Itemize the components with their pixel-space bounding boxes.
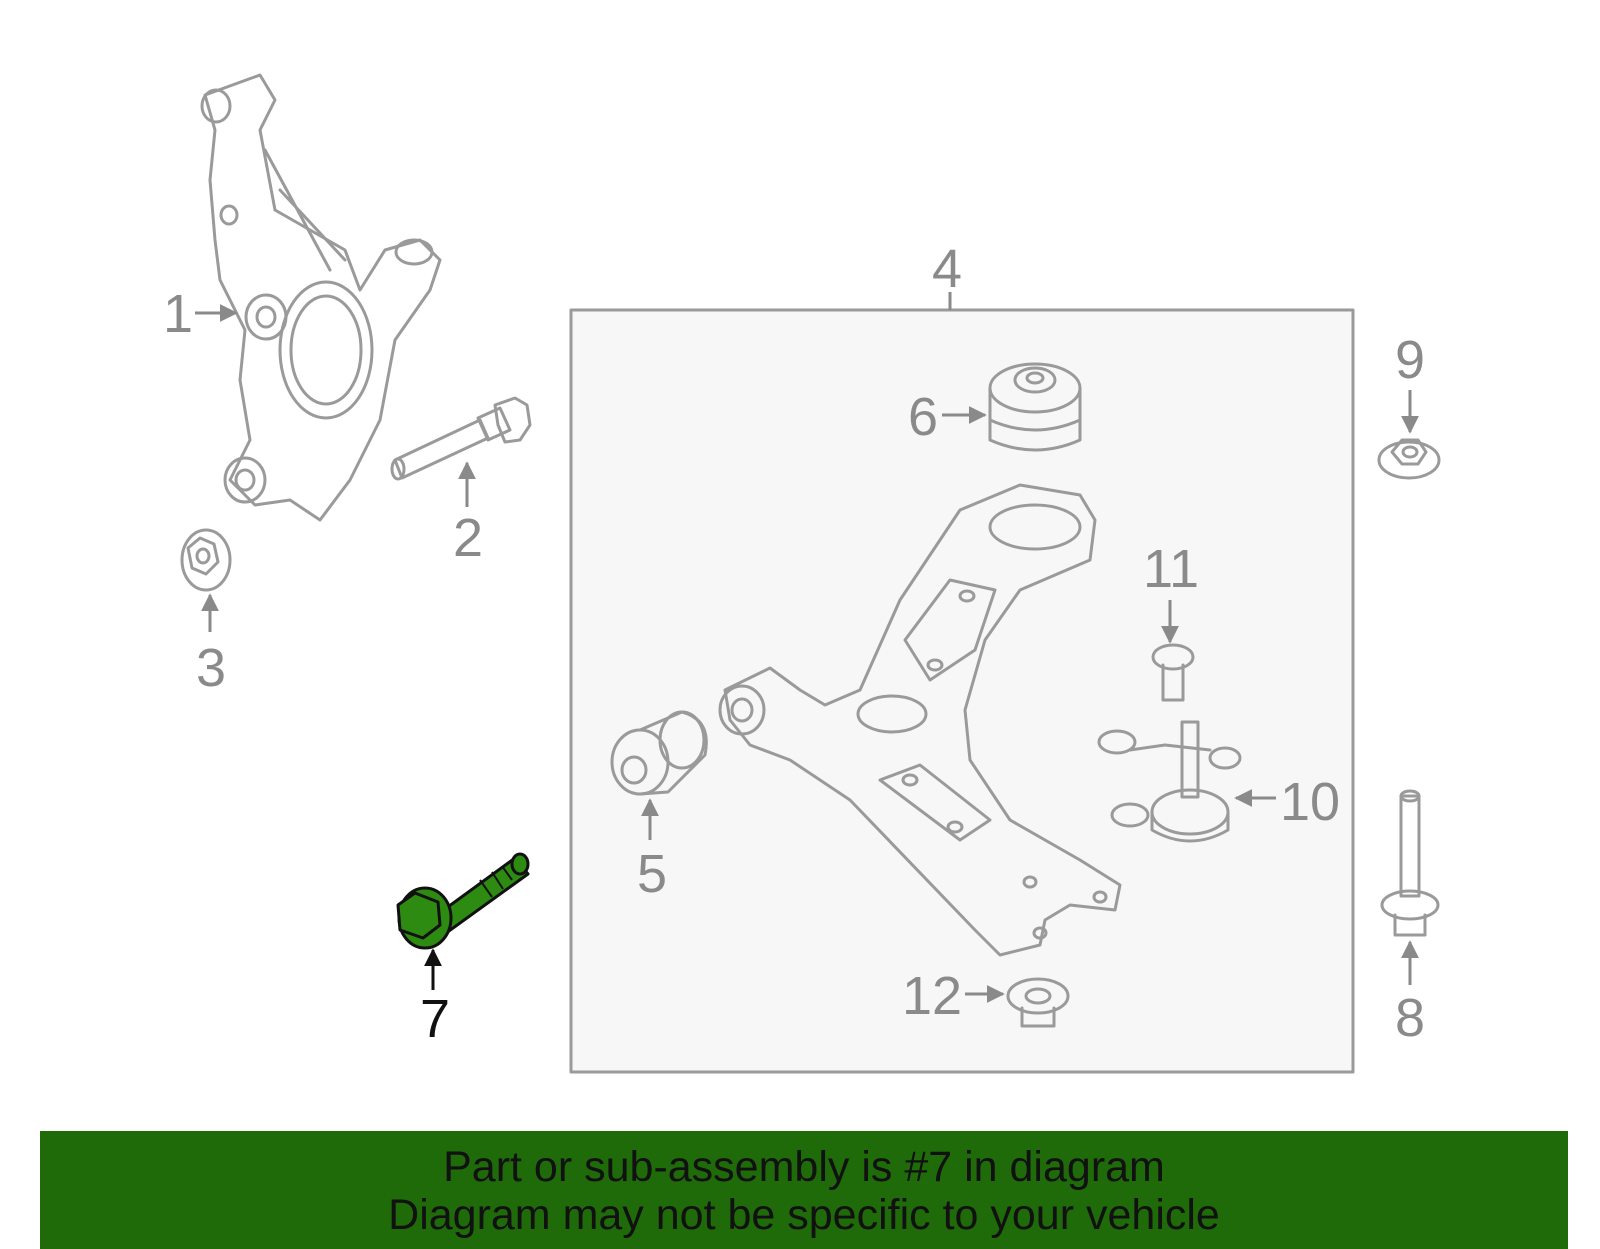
ball-joint-part[interactable] [1097,720,1242,843]
svg-text:2: 2 [453,508,483,568]
highlighted-bolt-part-7[interactable] [396,852,530,950]
svg-text:5: 5 [637,844,667,904]
nut-part-3[interactable] [180,528,232,592]
callout-12[interactable]: 12 [902,966,1005,1026]
callout-3[interactable]: 3 [196,593,226,698]
svg-text:10: 10 [1280,772,1340,832]
svg-text:8: 8 [1395,988,1425,1048]
svg-text:6: 6 [908,387,938,447]
banner-line-part-number: Part or sub-assembly is #7 in diagram [443,1143,1165,1191]
callout-2[interactable]: 2 [453,461,483,568]
small-bolt-part-11[interactable] [1151,643,1195,702]
nut-part-12[interactable] [1006,977,1070,1028]
front-bushing-part[interactable] [610,710,708,796]
rear-bushing-part[interactable] [988,362,1082,452]
callout-1[interactable]: 1 [163,284,238,344]
svg-text:3: 3 [196,638,226,698]
svg-text:12: 12 [902,966,962,1026]
svg-text:4: 4 [932,239,962,299]
callout-10[interactable]: 10 [1234,772,1340,832]
banner-line-disclaimer: Diagram may not be specific to your vehi… [388,1191,1220,1239]
parts-diagram: 1 2 3 4 [163,73,1441,1074]
nut-part-9[interactable] [1377,438,1441,480]
callout-5[interactable]: 5 [637,798,667,904]
callout-11[interactable]: 11 [1143,539,1199,644]
svg-text:11: 11 [1143,539,1199,599]
control-arm-assembly-box[interactable] [569,292,1355,1074]
svg-text:1: 1 [163,284,193,344]
lower-control-arm-part[interactable] [718,483,1122,957]
callout-8[interactable]: 8 [1395,940,1425,1048]
callout-6[interactable]: 6 [908,387,987,447]
svg-text:7: 7 [420,989,450,1049]
callout-7[interactable]: 7 [420,948,450,1049]
svg-text:9: 9 [1395,330,1425,390]
callout-4[interactable]: 4 [932,239,962,299]
bolt-part-8[interactable] [1380,789,1440,937]
knuckle-bolt-part[interactable] [390,396,532,481]
info-banner: Part or sub-assembly is #7 in diagram Di… [40,1131,1568,1249]
callout-9[interactable]: 9 [1395,330,1425,434]
steering-knuckle-part[interactable] [200,73,442,522]
